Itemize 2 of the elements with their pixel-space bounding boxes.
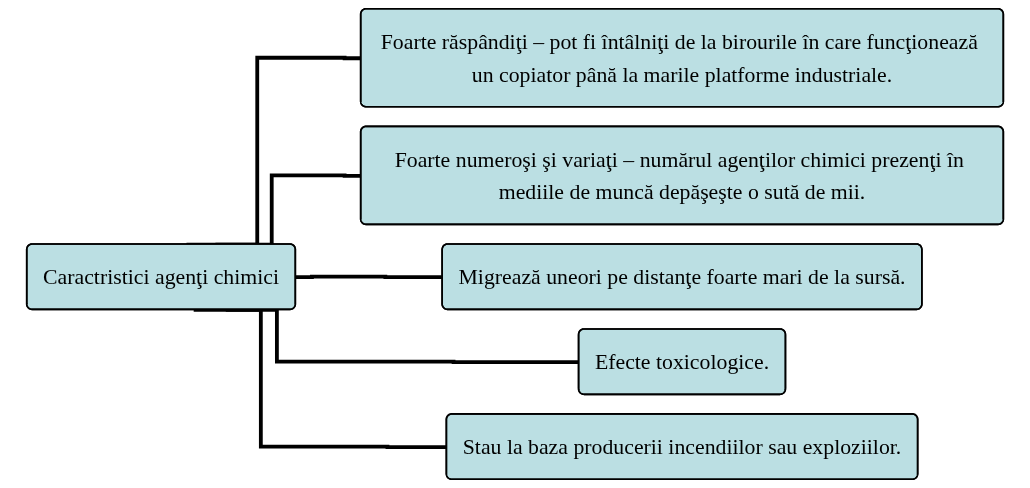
connector [295,274,443,280]
connector [193,308,447,450]
